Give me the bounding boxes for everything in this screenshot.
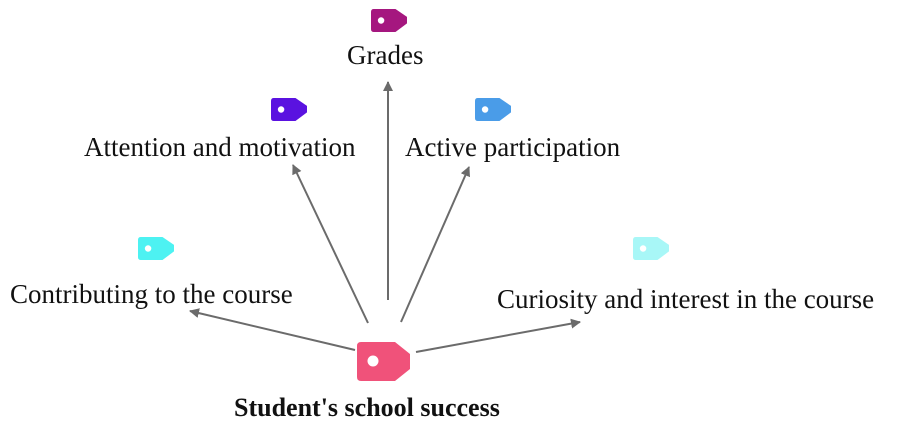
node-label-curiosity: Curiosity and interest in the course xyxy=(497,284,875,314)
tag-icon-center xyxy=(357,342,410,381)
edge-to-attention xyxy=(292,164,369,324)
edges xyxy=(189,81,581,353)
edge-to-curiosity xyxy=(415,318,581,353)
tag-icon-attention xyxy=(271,98,307,122)
center-label: Student's school success xyxy=(234,393,500,422)
edge-to-participation xyxy=(400,166,470,323)
tag-icon-curiosity xyxy=(633,237,669,261)
node-label-participation: Active participation xyxy=(405,132,621,162)
node-label-grades: Grades xyxy=(347,40,424,70)
tag-icon-participation xyxy=(475,98,511,122)
tag-icon-contributing xyxy=(138,237,174,261)
tag-icon xyxy=(633,237,669,261)
node-label-attention: Attention and motivation xyxy=(84,132,356,162)
tag-icon xyxy=(138,237,174,261)
tag-icon xyxy=(371,9,407,33)
tag-icon-grades xyxy=(371,9,407,33)
edge-to-contributing xyxy=(189,308,356,351)
node-label-contributing: Contributing to the course xyxy=(10,279,293,309)
tag-icon xyxy=(271,98,307,122)
tag-icon xyxy=(357,342,410,381)
tag-icon xyxy=(475,98,511,122)
